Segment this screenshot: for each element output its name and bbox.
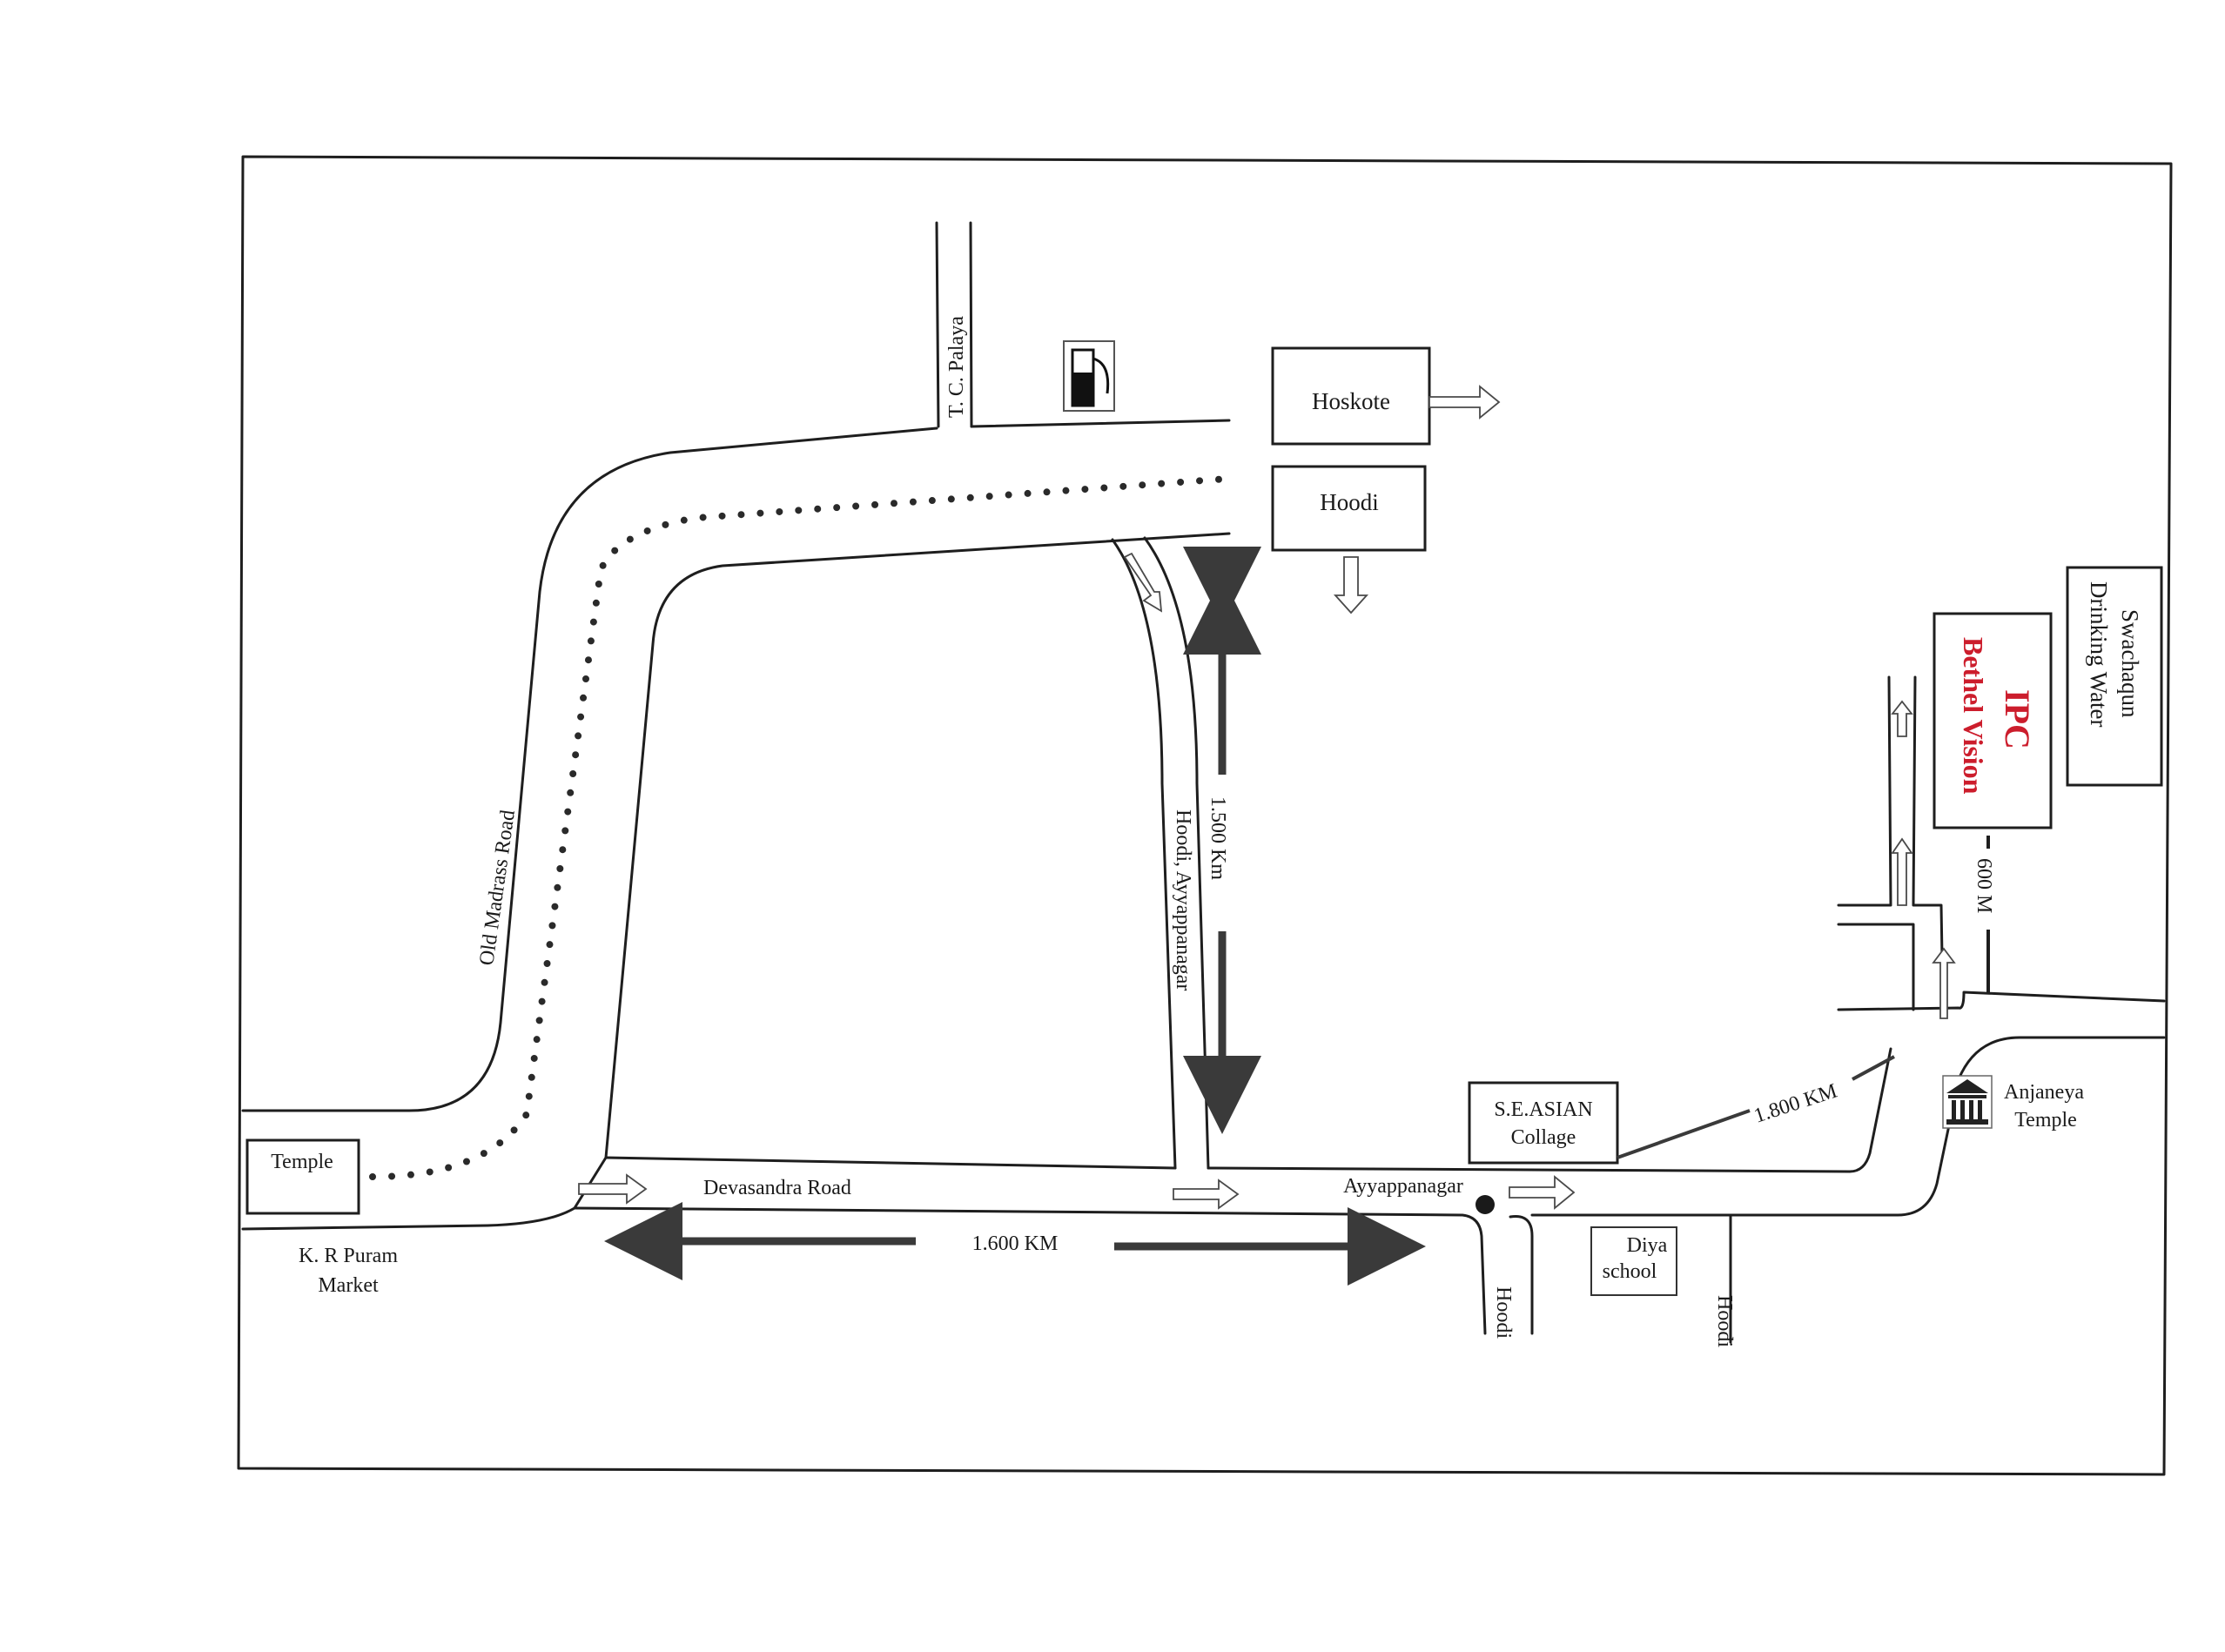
map-frame — [237, 155, 2173, 1476]
swachaqun-water-sign: Swachaqun Drinking Water — [2066, 566, 2163, 787]
hoodi-road-label-2: Hoodi — [1713, 1295, 1736, 1347]
distance-600-label: 600 M — [1973, 858, 1995, 913]
ipc-label: IPC — [1998, 689, 2037, 749]
bethel-vision-label: Bethel Vision — [1958, 637, 1989, 795]
direction-arrow-devasandra — [578, 1173, 648, 1205]
diya-label-line1: Diya — [1627, 1234, 1668, 1257]
se-asian-line2: Collage — [1511, 1126, 1576, 1149]
distance-marker-1600: 1.600 KM — [604, 1202, 1426, 1286]
hoodi-ayyappanagar-label: Hoodi, Ayyappanagar — [1172, 809, 1194, 991]
kr-puram-label-line1: K. R Puram — [299, 1245, 398, 1267]
kr-puram-label-line2: Market — [318, 1274, 379, 1297]
swachaqun-line2: Drinking Water — [2086, 581, 2112, 728]
ipc-access-road — [1837, 675, 1945, 1011]
fuel-pump-icon — [1063, 340, 1115, 412]
diya-label-line2: school — [1603, 1260, 1657, 1283]
hoodi-road-label-1: Hoodi — [1492, 1286, 1515, 1339]
hoskote-sign: Hoskote — [1271, 346, 1431, 446]
direction-arrow-hoodi-junction — [1173, 1179, 1240, 1210]
dotted-route — [369, 475, 1231, 1180]
direction-arrow-ipc-upper — [1891, 837, 1913, 906]
devasandra-road-label: Devasandra Road — [703, 1177, 851, 1199]
swachaqun-line1: Swachaqun — [2117, 609, 2143, 718]
devasandra-road — [573, 991, 2166, 1344]
direction-arrow-ipc-top — [1891, 700, 1913, 737]
location-dot-icon — [1475, 1195, 1495, 1214]
hoodi-sign: Hoodi — [1271, 465, 1427, 552]
se-asian-college-sign: S.E.ASIAN Collage — [1468, 1081, 1619, 1165]
direction-arrow-hoodi-road — [1123, 552, 1163, 613]
temple-west-sign: Temple — [245, 1138, 360, 1215]
direction-arrow-ipc-lower — [1932, 947, 1956, 1019]
temple-building-icon — [1942, 1075, 1993, 1129]
old-madrass-road — [241, 419, 1231, 1231]
direction-arrow-ayyappanagar — [1509, 1175, 1576, 1210]
tc-palaya-label: T. C. Palaya — [945, 316, 968, 418]
distance-1600-label: 1.600 KM — [972, 1232, 1059, 1255]
distance-marker-1500: 1.500 Km — [1183, 547, 1261, 1134]
hoskote-arrow — [1428, 385, 1501, 420]
temple-label: Temple — [271, 1151, 333, 1173]
hoskote-label: Hoskote — [1312, 388, 1390, 414]
ayyappanagar-label: Ayyappanagar — [1343, 1175, 1463, 1198]
ipc-bethel-vision-sign: IPC Bethel Vision — [1933, 612, 2053, 829]
distance-1500-label: 1.500 Km — [1207, 796, 1229, 880]
se-asian-line1: S.E.ASIAN — [1494, 1098, 1592, 1121]
distance-marker-1800: 1.800 KM — [1617, 1055, 1895, 1159]
hoodi-down-arrow — [1333, 556, 1369, 614]
anjaneya-label-line2: Temple — [2014, 1109, 2077, 1132]
hoodi-box-label: Hoodi — [1320, 489, 1379, 515]
anjaneya-label-line1: Anjaneya — [2004, 1081, 2084, 1104]
diya-school-sign: Diya school — [1590, 1226, 1677, 1296]
distance-marker-600: 600 M — [1973, 836, 1995, 992]
tc-palaya-road — [935, 221, 973, 428]
distance-1800-label: 1.800 KM — [1751, 1079, 1840, 1127]
